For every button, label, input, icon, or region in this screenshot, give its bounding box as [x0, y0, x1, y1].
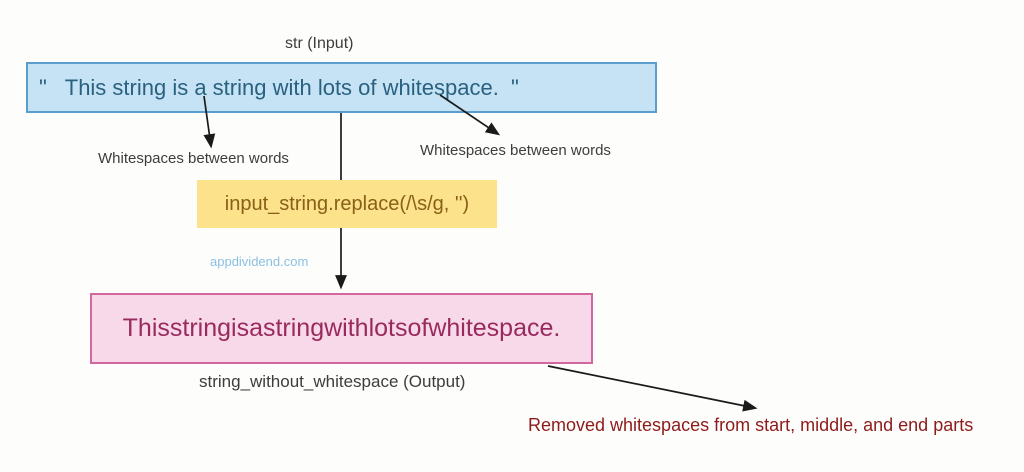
- input-label: str (Input): [285, 35, 354, 52]
- output-string-box: Thisstringisastringwithlotsofwhitespace.: [90, 293, 593, 364]
- input-string-box: " This string is a string with lots of w…: [26, 62, 657, 113]
- replace-code-text: input_string.replace(/\s/g, ''): [224, 192, 470, 215]
- input-string-text: " This string is a string with lots of w…: [39, 74, 519, 100]
- result-annotation: Removed whitespaces from start, middle, …: [528, 415, 974, 435]
- output-string-text: Thisstringisastringwithlotsofwhitespace.: [122, 314, 561, 342]
- replace-code-box: input_string.replace(/\s/g, ''): [197, 180, 497, 228]
- left-whitespace-annotation: Whitespaces between words: [98, 150, 289, 167]
- right-whitespace-annotation: Whitespaces between words: [420, 142, 611, 159]
- watermark-text: appdividend.com: [210, 254, 309, 269]
- output-label: string_without_whitespace (Output): [199, 372, 466, 391]
- arrow-to-result-annotation: [547, 365, 758, 412]
